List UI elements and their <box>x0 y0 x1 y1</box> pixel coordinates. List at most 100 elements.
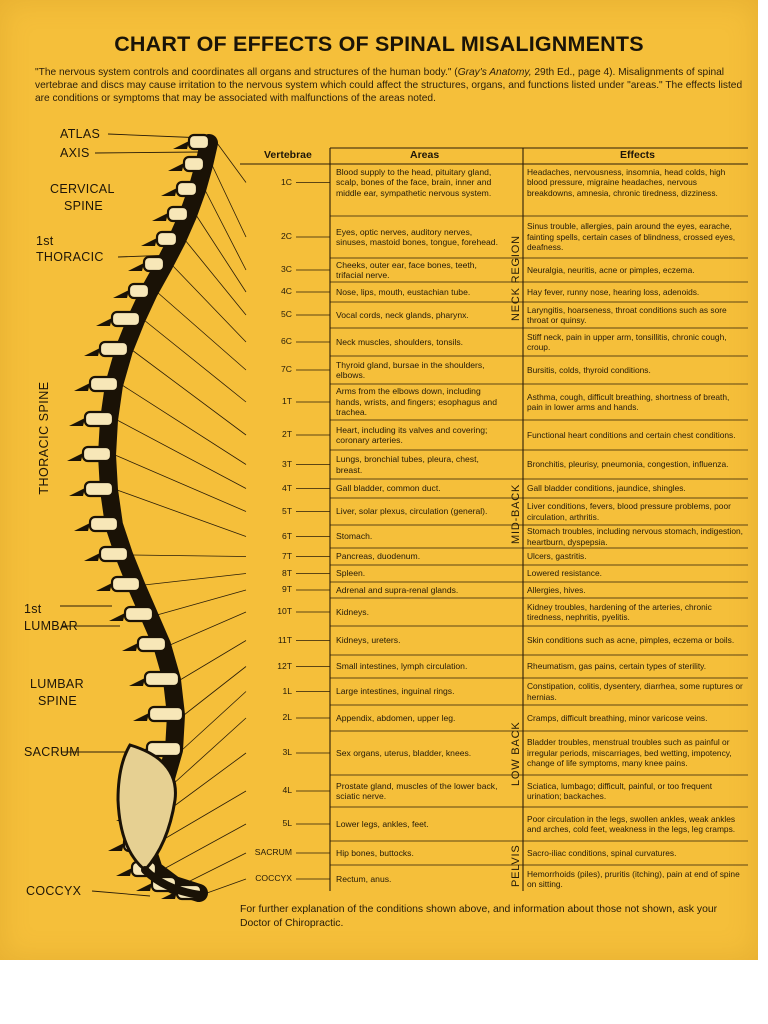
table-grid <box>240 147 748 891</box>
area-cell: Liver, solar plexus, circulation (genera… <box>336 506 488 517</box>
vertebra-body <box>81 445 113 463</box>
area-cell: Hip bones, buttocks. <box>336 847 414 858</box>
leader-line <box>181 691 247 751</box>
vertebra-label: 2L <box>282 712 292 722</box>
vertebra-label: 1L <box>282 685 292 696</box>
leader-line <box>211 164 247 238</box>
label-leader <box>91 890 151 897</box>
effect-cell: Constipation, colitis, dysentery, diarrh… <box>527 681 743 702</box>
area-cell: Small intestines, lymph circulation. <box>336 661 468 672</box>
effect-cell: Functional heart conditions and certain … <box>527 429 736 440</box>
effect-cell: Hay fever, runny nose, hearing loss, ade… <box>527 286 700 297</box>
region-pelvis: PELVIS <box>510 844 522 887</box>
area-cell: Sex organs, uterus, bladder, knees. <box>336 747 472 758</box>
effect-cell: Ulcers, gastritis. <box>527 551 587 562</box>
header-vertebrae: Vertebrae <box>264 149 312 161</box>
area-cell: Gall bladder, common duct. <box>336 483 441 494</box>
vertebra-body <box>98 340 130 358</box>
leader-lines <box>60 133 247 897</box>
effect-cell: Sinus trouble, allergies, pain around th… <box>527 221 736 253</box>
leader-line <box>116 419 247 489</box>
vertebra-body <box>110 310 142 328</box>
vertebra-label: 9T <box>281 584 292 594</box>
footer-note: For further explanation of the condition… <box>240 904 718 929</box>
leader-line <box>183 666 247 716</box>
leader-line <box>156 291 247 371</box>
vertebra-body <box>166 205 190 223</box>
spinous-process <box>96 583 112 591</box>
area-cell: Stomach. <box>336 531 373 542</box>
leader-line <box>143 573 247 586</box>
vertebra-label: 6C <box>281 336 292 346</box>
spinous-process <box>74 523 90 531</box>
area-cell: Large intestines, inguinal rings. <box>336 686 455 697</box>
vertebra-body <box>98 545 130 563</box>
vertebra-label: 11T <box>277 634 292 645</box>
label-sacrum: SACRUM <box>24 745 80 759</box>
area-cell: Nose, lips, mouth, eustachian tube. <box>336 286 471 297</box>
area-cell: Prostate gland, muscles of the lower bac… <box>336 780 498 801</box>
spinous-process <box>67 453 83 461</box>
effect-cell: Poor circulation in the legs, swollen an… <box>527 813 736 834</box>
area-cell: Thyroid gland, bursae in the shoulders, … <box>336 359 485 380</box>
leader-line <box>206 878 247 894</box>
vertebra-body <box>143 670 181 688</box>
spinous-process <box>129 678 145 686</box>
effect-cell: Lowered resistance. <box>527 568 602 579</box>
label-first-thoracic-num: 1st <box>36 234 54 248</box>
vertebra-label: 5T <box>281 505 292 516</box>
label-leader <box>94 151 201 154</box>
spinous-process <box>136 883 152 891</box>
effect-cell: Sciatica, lumbago; difficult, painful, o… <box>527 780 713 801</box>
region-mid-back: MID-BACK <box>510 483 522 544</box>
spinous-process <box>84 553 100 561</box>
effect-cell: Asthma, cough, difficult breathing, shor… <box>527 391 730 412</box>
vertebra-body <box>147 705 185 723</box>
area-cell: Lower legs, ankles, feet. <box>336 818 429 829</box>
vertebra-body <box>123 605 155 623</box>
effect-cell: Allergies, hives. <box>527 584 586 595</box>
vertebra-body <box>127 282 151 300</box>
label-lumbar-spine-2: SPINE <box>38 694 78 708</box>
leader-line <box>156 589 247 616</box>
spinous-process <box>69 418 85 426</box>
area-cell: Blood supply to the head, pituitary glan… <box>336 166 492 198</box>
vertebra-body <box>110 575 142 593</box>
chart-sheet: CHART OF EFFECTS OF SPINAL MISALIGNMENTS… <box>0 0 758 960</box>
vertebra-label: 8T <box>281 567 292 578</box>
spinous-process <box>161 188 177 196</box>
spinous-process <box>168 163 184 171</box>
spinous-process <box>133 713 149 721</box>
vertebra-label: 2C <box>281 231 292 241</box>
leader-line <box>181 852 247 886</box>
spinous-process <box>128 263 144 271</box>
intro-quote: "The nervous system controls and coordin… <box>35 67 458 78</box>
area-cell: Eyes, optic nerves, auditory nerves, sin… <box>336 226 498 247</box>
area-cell: Rectum, anus. <box>336 873 392 884</box>
leader-line <box>171 717 247 786</box>
spinous-process <box>74 383 90 391</box>
vertebra-label: 1C <box>281 176 292 187</box>
vertebra-label: SACRUM <box>254 847 292 857</box>
leader-line <box>169 611 247 646</box>
effect-cell: Sacro-iliac conditions, spinal curvature… <box>527 847 677 858</box>
vertebra-body <box>88 515 120 533</box>
vertebra-label: 2T <box>281 429 292 439</box>
leader-line <box>204 189 247 271</box>
region-neck: NECK REGION <box>510 235 522 321</box>
leader-line <box>161 823 247 871</box>
intro-paragraph: "The nervous system controls and coordin… <box>35 66 747 106</box>
vertebra-label: 10T <box>277 606 292 616</box>
leader-line <box>143 319 247 403</box>
vertebra-label: 7T <box>281 550 292 561</box>
label-first-thoracic: THORACIC <box>36 250 104 264</box>
spinous-process <box>122 643 138 651</box>
vertebra-label: 12T <box>277 660 292 671</box>
vertebra-body <box>175 180 199 198</box>
area-cell: Heart, including its valves and covering… <box>336 424 488 445</box>
spinous-process <box>84 348 100 356</box>
effect-cell: Laryngitis, hoarseness, throat condition… <box>527 304 727 325</box>
leader-line <box>216 142 247 183</box>
effect-cell: Headaches, nervousness, insomnia, head c… <box>527 166 726 198</box>
